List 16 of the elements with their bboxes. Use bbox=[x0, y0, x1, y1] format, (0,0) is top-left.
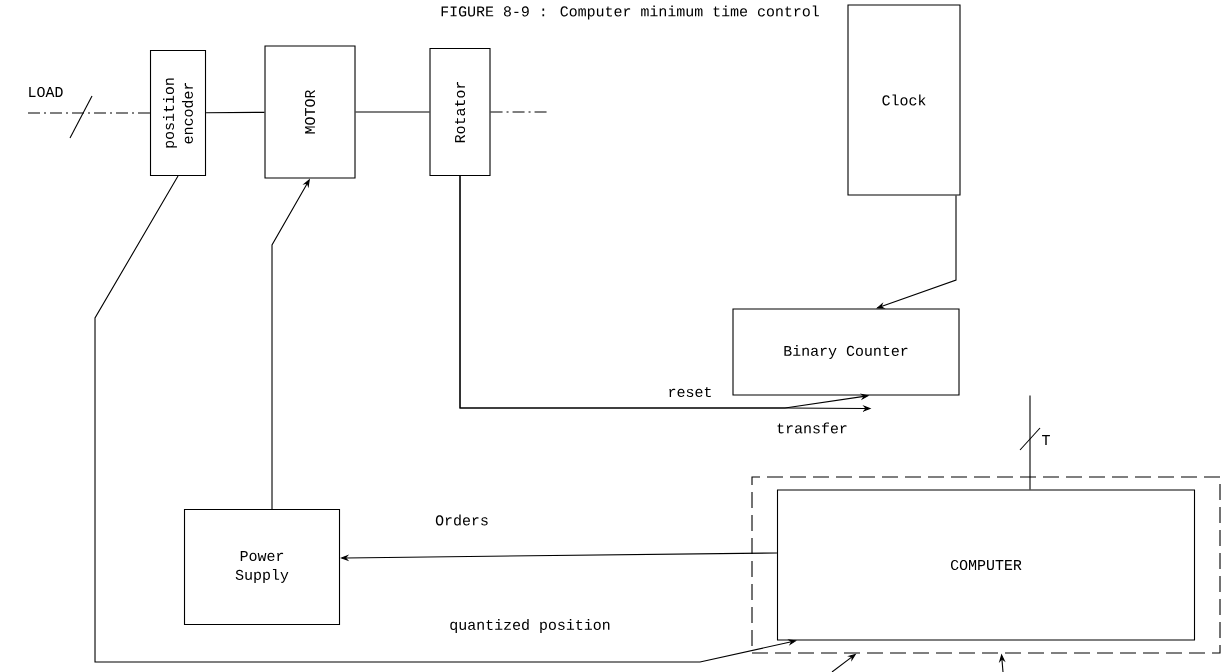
block-box: MOTOR bbox=[264, 45, 356, 179]
block-box: Binary Counter bbox=[732, 308, 960, 396]
edge-label: Orders bbox=[434, 513, 490, 527]
dashed-boundary bbox=[751, 476, 1221, 654]
connector-arrow bbox=[876, 195, 957, 309]
shaft-label: LOAD bbox=[29, 86, 63, 98]
block-box: position encoder bbox=[149, 49, 207, 177]
block-box: Clock bbox=[847, 4, 961, 196]
edge-label: reset bbox=[666, 385, 714, 399]
block-box: Rotator bbox=[429, 47, 491, 177]
block-box: COMPUTER bbox=[776, 489, 1196, 641]
edge-label: transfer bbox=[775, 421, 849, 435]
edge-label: quantized position bbox=[448, 618, 612, 634]
edge-label: T bbox=[1040, 434, 1052, 446]
block-box: Power Supply bbox=[183, 508, 341, 626]
figure-title: FIGURE 8-9 : Computer minimum time control bbox=[441, 5, 819, 20]
